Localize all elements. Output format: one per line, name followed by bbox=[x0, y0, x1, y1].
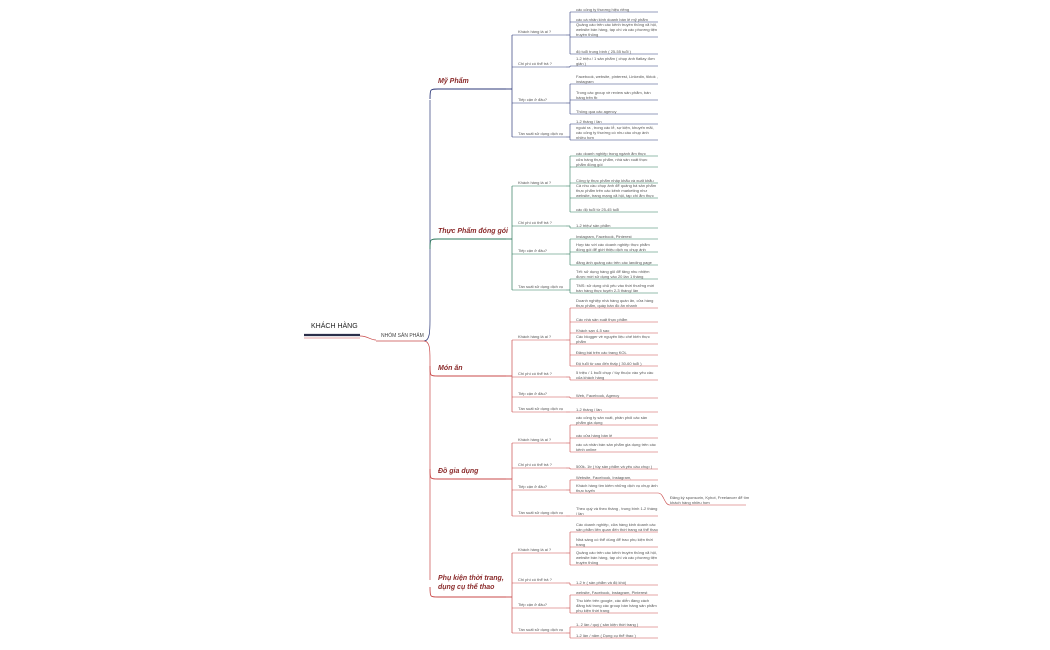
category-node: Thực Phẩm đóng gói bbox=[438, 228, 508, 235]
branch-node: Tiếp cận ở đâu? bbox=[518, 97, 547, 102]
leaf-node: Web, Facebook, Agency bbox=[576, 392, 620, 398]
leaf-node: các công ty sản xuất, phân phối các sản … bbox=[576, 414, 648, 425]
leaf-node: 500k- 1tr ( tùy sản phẩm và yêu cầu chụp… bbox=[576, 463, 653, 469]
leaf-node: Các blogger về nguyên liệu chế biến thực… bbox=[576, 333, 650, 344]
leaf-node: các độ tuổi từ 25-45 tuổi bbox=[576, 206, 620, 212]
leaf-node: 5 triệu / 1 buổi chụp / tùy thuộc vào yê… bbox=[576, 369, 654, 380]
leaf-node: 1-2 tr ( sản phẩm và độ khó) bbox=[576, 579, 627, 585]
leaf-node: Hợp tác với các doanh nghiệp thực phẩm đ… bbox=[576, 241, 650, 252]
branch-node: Khách hàng là ai ? bbox=[518, 29, 552, 34]
branch-node: Khách hàng là ai ? bbox=[518, 437, 552, 442]
branch-node: Tần suất sử dụng dịch vụ bbox=[518, 284, 564, 289]
branch-node: Tần suất sử dụng dịch vụ bbox=[518, 627, 564, 632]
leaf-node: ngoài ra , trong các lễ, sự kiện, khuyến… bbox=[576, 124, 654, 140]
branch-node: Tiếp cận ở đâu? bbox=[518, 484, 547, 489]
leaf-node: Thu kiến trên google, các diễn đàng cách… bbox=[576, 597, 657, 613]
category-connector bbox=[429, 468, 506, 480]
branch-node: Khách hàng là ai ? bbox=[518, 334, 552, 339]
category-connector bbox=[429, 88, 506, 100]
leaf-node: Doanh nghiệp nhà hàng quán ăn, cửa hàng … bbox=[576, 297, 654, 308]
leaf-node: Instagram, Facebook, Pinterest bbox=[576, 233, 632, 239]
category-node: Món ăn bbox=[438, 365, 463, 372]
leaf-node: Khách sạn 4-5 sao bbox=[576, 327, 610, 333]
branch-node: Chi phí có thể trả ? bbox=[518, 61, 552, 66]
branch-node: Khách hàng là ai ? bbox=[518, 180, 552, 185]
extra-connector bbox=[657, 492, 746, 506]
spine-upper bbox=[423, 100, 431, 342]
branch-node: Chi phí có thể trả ? bbox=[518, 462, 552, 467]
leaf-node: 1-2 tháng / lần bbox=[576, 406, 602, 412]
root-to-group-connector bbox=[359, 335, 377, 341]
leaf-node: Theo quý và theo tháng , trung bình 1-2 … bbox=[576, 505, 658, 516]
category-connector bbox=[429, 238, 506, 250]
leaf-node: Tết: sử dụng hàng giỏ để tăng nhu nhiệm … bbox=[576, 268, 650, 279]
leaf-node: các cá nhân bán sản phẩm gia dụng trên c… bbox=[576, 441, 656, 452]
leaf-node: đăng ảnh quảng cáo trên các landing page bbox=[576, 259, 652, 265]
branch-node: Chi phí có thể trả ? bbox=[518, 220, 552, 225]
mind-map-connectors bbox=[304, 11, 746, 639]
branch-node: Tiếp cận ở đâu? bbox=[518, 391, 547, 396]
leaf-node: 1-2 lần / năm ( Dụng cụ thể thao ) bbox=[576, 632, 636, 638]
branch-node: Tiếp cận ở đâu? bbox=[518, 602, 547, 607]
leaf-node: 1- 2 lần / quý ( sản kiện thời trang ) bbox=[576, 621, 639, 627]
category-node: Phụ kiện thời trang, dụng cụ thể thao bbox=[438, 575, 504, 591]
leaf-node: các cửa hàng bán lẻ bbox=[576, 432, 613, 438]
leaf-node: Cả nhu cầu chụp ảnh để quảng bá sản phẩm… bbox=[576, 182, 657, 198]
leaf-node: TMS: sử dụng chủ yếu vào thời thưởng mới… bbox=[576, 282, 655, 293]
root-node: KHÁCH HÀNG bbox=[311, 323, 358, 330]
leaf-node: Facebook, website, pinterest, Linkedin, … bbox=[576, 73, 658, 84]
branch-node: Tần suất sử dụng dịch vụ bbox=[518, 406, 564, 411]
branch-node: Tiếp cận ở đâu? bbox=[518, 248, 547, 253]
leaf-node: Độ tuổi từ cao đến thấp ( 30-60 tuổi ) bbox=[576, 360, 642, 366]
leaf-node: các doanh nghiệp trong ngành ẩm thực bbox=[576, 150, 646, 156]
leaf-node: Khách hàng tìm kiếm những dịch vụ chụp ả… bbox=[576, 482, 658, 493]
leaf-node: 1-2 tháng / lần bbox=[576, 118, 602, 124]
spine-lower bbox=[423, 340, 431, 580]
extra-leaf-node: Đăng ký sponsorin, Kyhot, Freelancer để … bbox=[670, 494, 750, 505]
leaf-node: Công ty thực phẩm nhập khẩu và xuất khẩu bbox=[576, 177, 654, 183]
leaf-node: Đăng bài trên các trang KOL bbox=[576, 349, 627, 355]
branch-node: Chi phí có thể trả ? bbox=[518, 577, 552, 582]
leaf-node: Website, Facebook, Instagram, bbox=[576, 474, 632, 480]
leaf-node: Các doanh nghiệp, cửa hàng kinh doanh cá… bbox=[576, 521, 658, 532]
branch-node: Chi phí có thể trả ? bbox=[518, 371, 552, 376]
leaf-node: Quảng cáo trên các kênh truyền thông xã … bbox=[576, 21, 658, 37]
leaf-node: Thông qua các agency bbox=[576, 108, 617, 114]
leaf-node: website, Facebook, Instagram, Pinterest bbox=[576, 589, 648, 595]
leaf-node: các cá nhân kinh doanh bán lẻ mỹ phẩm bbox=[576, 16, 648, 22]
leaf-node: Nhà sáng có thể dùng để trao phụ kiện th… bbox=[576, 536, 653, 547]
leaf-node: 1-2 triệu/ sản phẩm bbox=[576, 222, 611, 228]
leaf-node: Trong các group về review sản phẩm, bán … bbox=[576, 89, 651, 100]
leaf-node: 1-2 triệu / 1 sản phẩm ( chụp ảnh flatla… bbox=[576, 55, 655, 66]
branch-node: Khách hàng là ai ? bbox=[518, 547, 552, 552]
category-connector bbox=[429, 586, 506, 598]
leaf-node: Quảng cáo trên các kênh truyền thông xã … bbox=[576, 549, 658, 565]
category-connector bbox=[429, 365, 506, 377]
category-node: Đồ gia dụng bbox=[438, 468, 479, 475]
leaf-node: độ tuổi trung bình ( 25-55 tuổi ) bbox=[576, 48, 631, 54]
leaf-node: các công ty thương hiệu riêng bbox=[576, 6, 630, 12]
branch-node: Tần suất sử dụng dịch vụ bbox=[518, 510, 564, 515]
leaf-node: Các nhà sản xuất thực phẩm bbox=[576, 316, 628, 322]
branch-node: Tần suất sử dụng dịch vụ bbox=[518, 131, 564, 136]
category-node: Mỹ Phẩm bbox=[438, 78, 469, 85]
group-node: NHÓM SẢN PHẨM bbox=[381, 333, 424, 339]
leaf-node: cửa hàng thực phẩm, nhà sản xuất thực ph… bbox=[576, 156, 648, 167]
